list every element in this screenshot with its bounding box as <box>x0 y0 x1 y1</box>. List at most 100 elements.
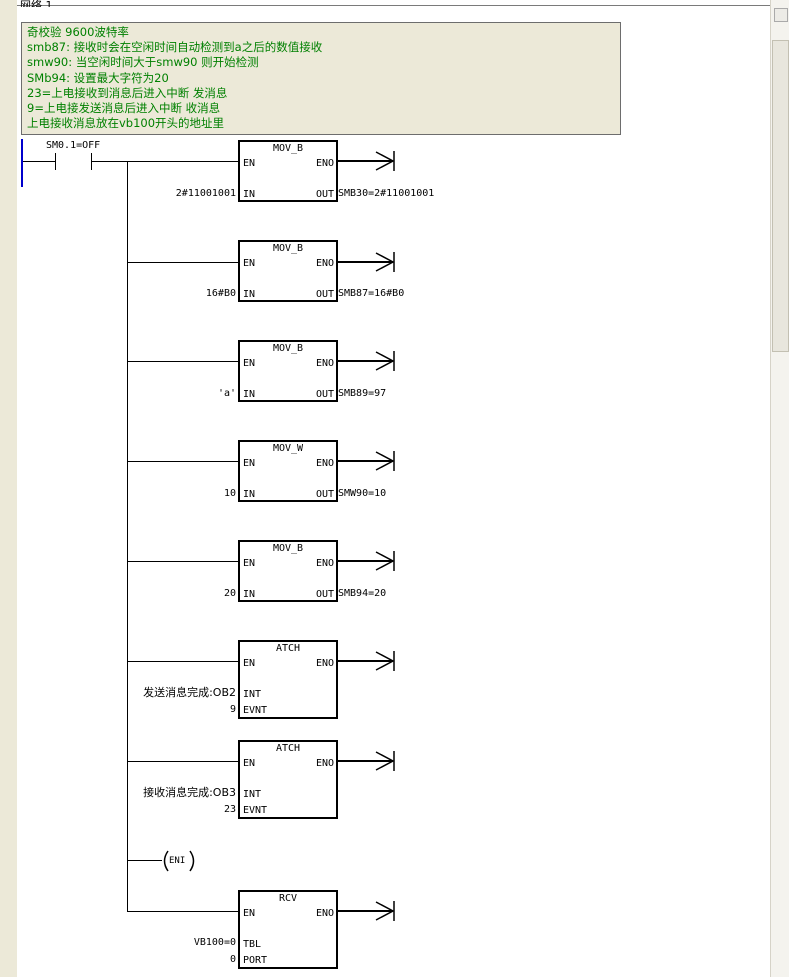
in-pin: IN <box>243 489 256 500</box>
wire <box>127 262 238 263</box>
int-operand[interactable]: 发送消息完成:OB2 <box>143 686 236 699</box>
port-operand[interactable]: 0 <box>229 954 236 965</box>
comment-line: 奇校验 9600波特率 <box>27 25 129 39</box>
box-title: MOV_B <box>272 543 304 554</box>
eno-pin: ENO <box>315 558 334 569</box>
tbl-operand[interactable]: VB100=0 <box>193 937 236 948</box>
eno-arrow <box>338 451 395 471</box>
in-operand[interactable]: 2#11001001 <box>175 188 236 199</box>
eno-arrow <box>338 751 395 771</box>
network-comment[interactable]: 奇校验 9600波特率 smb87: 接收时会在空闲时间自动检测到a之后的数值接… <box>21 22 621 135</box>
tbl-pin: TBL <box>243 939 262 950</box>
comment-line: SMb94: 设置最大字符为20 <box>27 70 169 85</box>
port-pin: PORT <box>243 955 268 966</box>
wire <box>127 561 238 562</box>
network-separator <box>17 5 789 6</box>
wire <box>127 461 238 462</box>
box-title: RCV <box>278 893 298 904</box>
eno-arrow <box>338 351 395 371</box>
eno-arrow <box>338 151 395 171</box>
contact-left-plate[interactable] <box>55 153 56 170</box>
box-title: ATCH <box>275 743 301 754</box>
box-title: MOV_B <box>272 243 304 254</box>
comment-line: 上电接收消息放在vb100开头的地址里 <box>27 116 225 131</box>
wire <box>127 761 238 762</box>
box-title: MOV_B <box>272 143 304 154</box>
wire <box>127 860 162 861</box>
atch-box[interactable]: ATCH EN ENO INT EVNT <box>238 640 338 719</box>
en-pin: EN <box>243 908 256 919</box>
branch-wire <box>127 161 128 912</box>
out-pin: OUT <box>315 489 334 500</box>
evnt-operand[interactable]: 23 <box>223 804 236 815</box>
evnt-operand[interactable]: 9 <box>229 704 236 715</box>
en-pin: EN <box>243 658 256 669</box>
eno-pin: ENO <box>315 158 334 169</box>
rcv-box[interactable]: RCV EN ENO TBL PORT <box>238 890 338 969</box>
mov-b-box[interactable]: MOV_B EN ENO IN OUT <box>238 340 338 402</box>
wire <box>127 661 238 662</box>
mov-b-box[interactable]: MOV_B EN ENO IN OUT <box>238 540 338 602</box>
wire <box>127 361 238 362</box>
in-operand[interactable]: 20 <box>223 588 236 599</box>
comment-line: smw90: 当空闲时间大于smw90 则开始检测 <box>27 55 259 70</box>
atch-box[interactable]: ATCH EN ENO INT EVNT <box>238 740 338 819</box>
in-pin: IN <box>243 189 256 200</box>
out-operand[interactable]: SMB94=20 <box>338 588 387 599</box>
eni-label: ENI <box>169 856 186 866</box>
en-pin: EN <box>243 158 256 169</box>
out-pin: OUT <box>315 389 334 400</box>
eno-pin: ENO <box>315 658 334 669</box>
eno-arrow <box>338 901 395 921</box>
evnt-pin: EVNT <box>243 805 268 816</box>
eni-coil[interactable] <box>160 850 200 872</box>
contact-label[interactable]: SM0.1=OFF <box>46 140 101 151</box>
eno-arrow <box>338 651 395 671</box>
evnt-pin: EVNT <box>243 705 268 716</box>
out-pin: OUT <box>315 289 334 300</box>
int-pin: INT <box>243 789 262 800</box>
out-operand[interactable]: SMW90=10 <box>338 488 387 499</box>
out-pin: OUT <box>315 189 334 200</box>
network-left-margin <box>0 0 17 977</box>
mov-b-box[interactable]: MOV_B EN ENO IN OUT <box>238 240 338 302</box>
wire <box>23 161 55 162</box>
out-pin: OUT <box>315 589 334 600</box>
wire <box>127 911 238 912</box>
in-pin: IN <box>243 389 256 400</box>
in-pin: IN <box>243 589 256 600</box>
power-rail <box>21 139 23 187</box>
en-pin: EN <box>243 758 256 769</box>
eno-arrow <box>338 551 395 571</box>
eno-pin: ENO <box>315 758 334 769</box>
comment-line: smb87: 接收时会在空闲时间自动检测到a之后的数值接收 <box>27 40 323 55</box>
in-operand[interactable]: 16#B0 <box>205 288 236 299</box>
box-title: MOV_W <box>272 443 304 454</box>
out-operand[interactable]: SMB89=97 <box>338 388 387 399</box>
wire <box>92 161 238 162</box>
scroll-thumb[interactable] <box>772 40 789 352</box>
contact-right-plate[interactable] <box>91 153 92 170</box>
box-title: MOV_B <box>272 343 304 354</box>
int-pin: INT <box>243 689 262 700</box>
en-pin: EN <box>243 458 256 469</box>
mov-w-box[interactable]: MOV_W EN ENO IN OUT <box>238 440 338 502</box>
eno-pin: ENO <box>315 458 334 469</box>
en-pin: EN <box>243 358 256 369</box>
comment-line: 9=上电接发送消息后进入中断 收消息 <box>27 101 221 116</box>
in-pin: IN <box>243 289 256 300</box>
mov-b-box[interactable]: MOV_B EN ENO IN OUT <box>238 140 338 202</box>
out-operand[interactable]: SMB87=16#B0 <box>338 288 405 299</box>
out-operand[interactable]: SMB30=2#11001001 <box>338 188 435 199</box>
en-pin: EN <box>243 258 256 269</box>
network-title[interactable]: 网络 1 <box>20 0 53 7</box>
int-operand[interactable]: 接收消息完成:OB3 <box>143 786 236 799</box>
eno-arrow <box>338 252 395 272</box>
in-operand[interactable]: 10 <box>223 488 236 499</box>
comment-line: 23=上电接收到消息后进入中断 发消息 <box>27 85 228 100</box>
scroll-up-button[interactable] <box>774 8 788 22</box>
en-pin: EN <box>243 558 256 569</box>
eno-pin: ENO <box>315 908 334 919</box>
in-operand[interactable]: 'a' <box>217 388 236 399</box>
box-title: ATCH <box>275 643 301 654</box>
